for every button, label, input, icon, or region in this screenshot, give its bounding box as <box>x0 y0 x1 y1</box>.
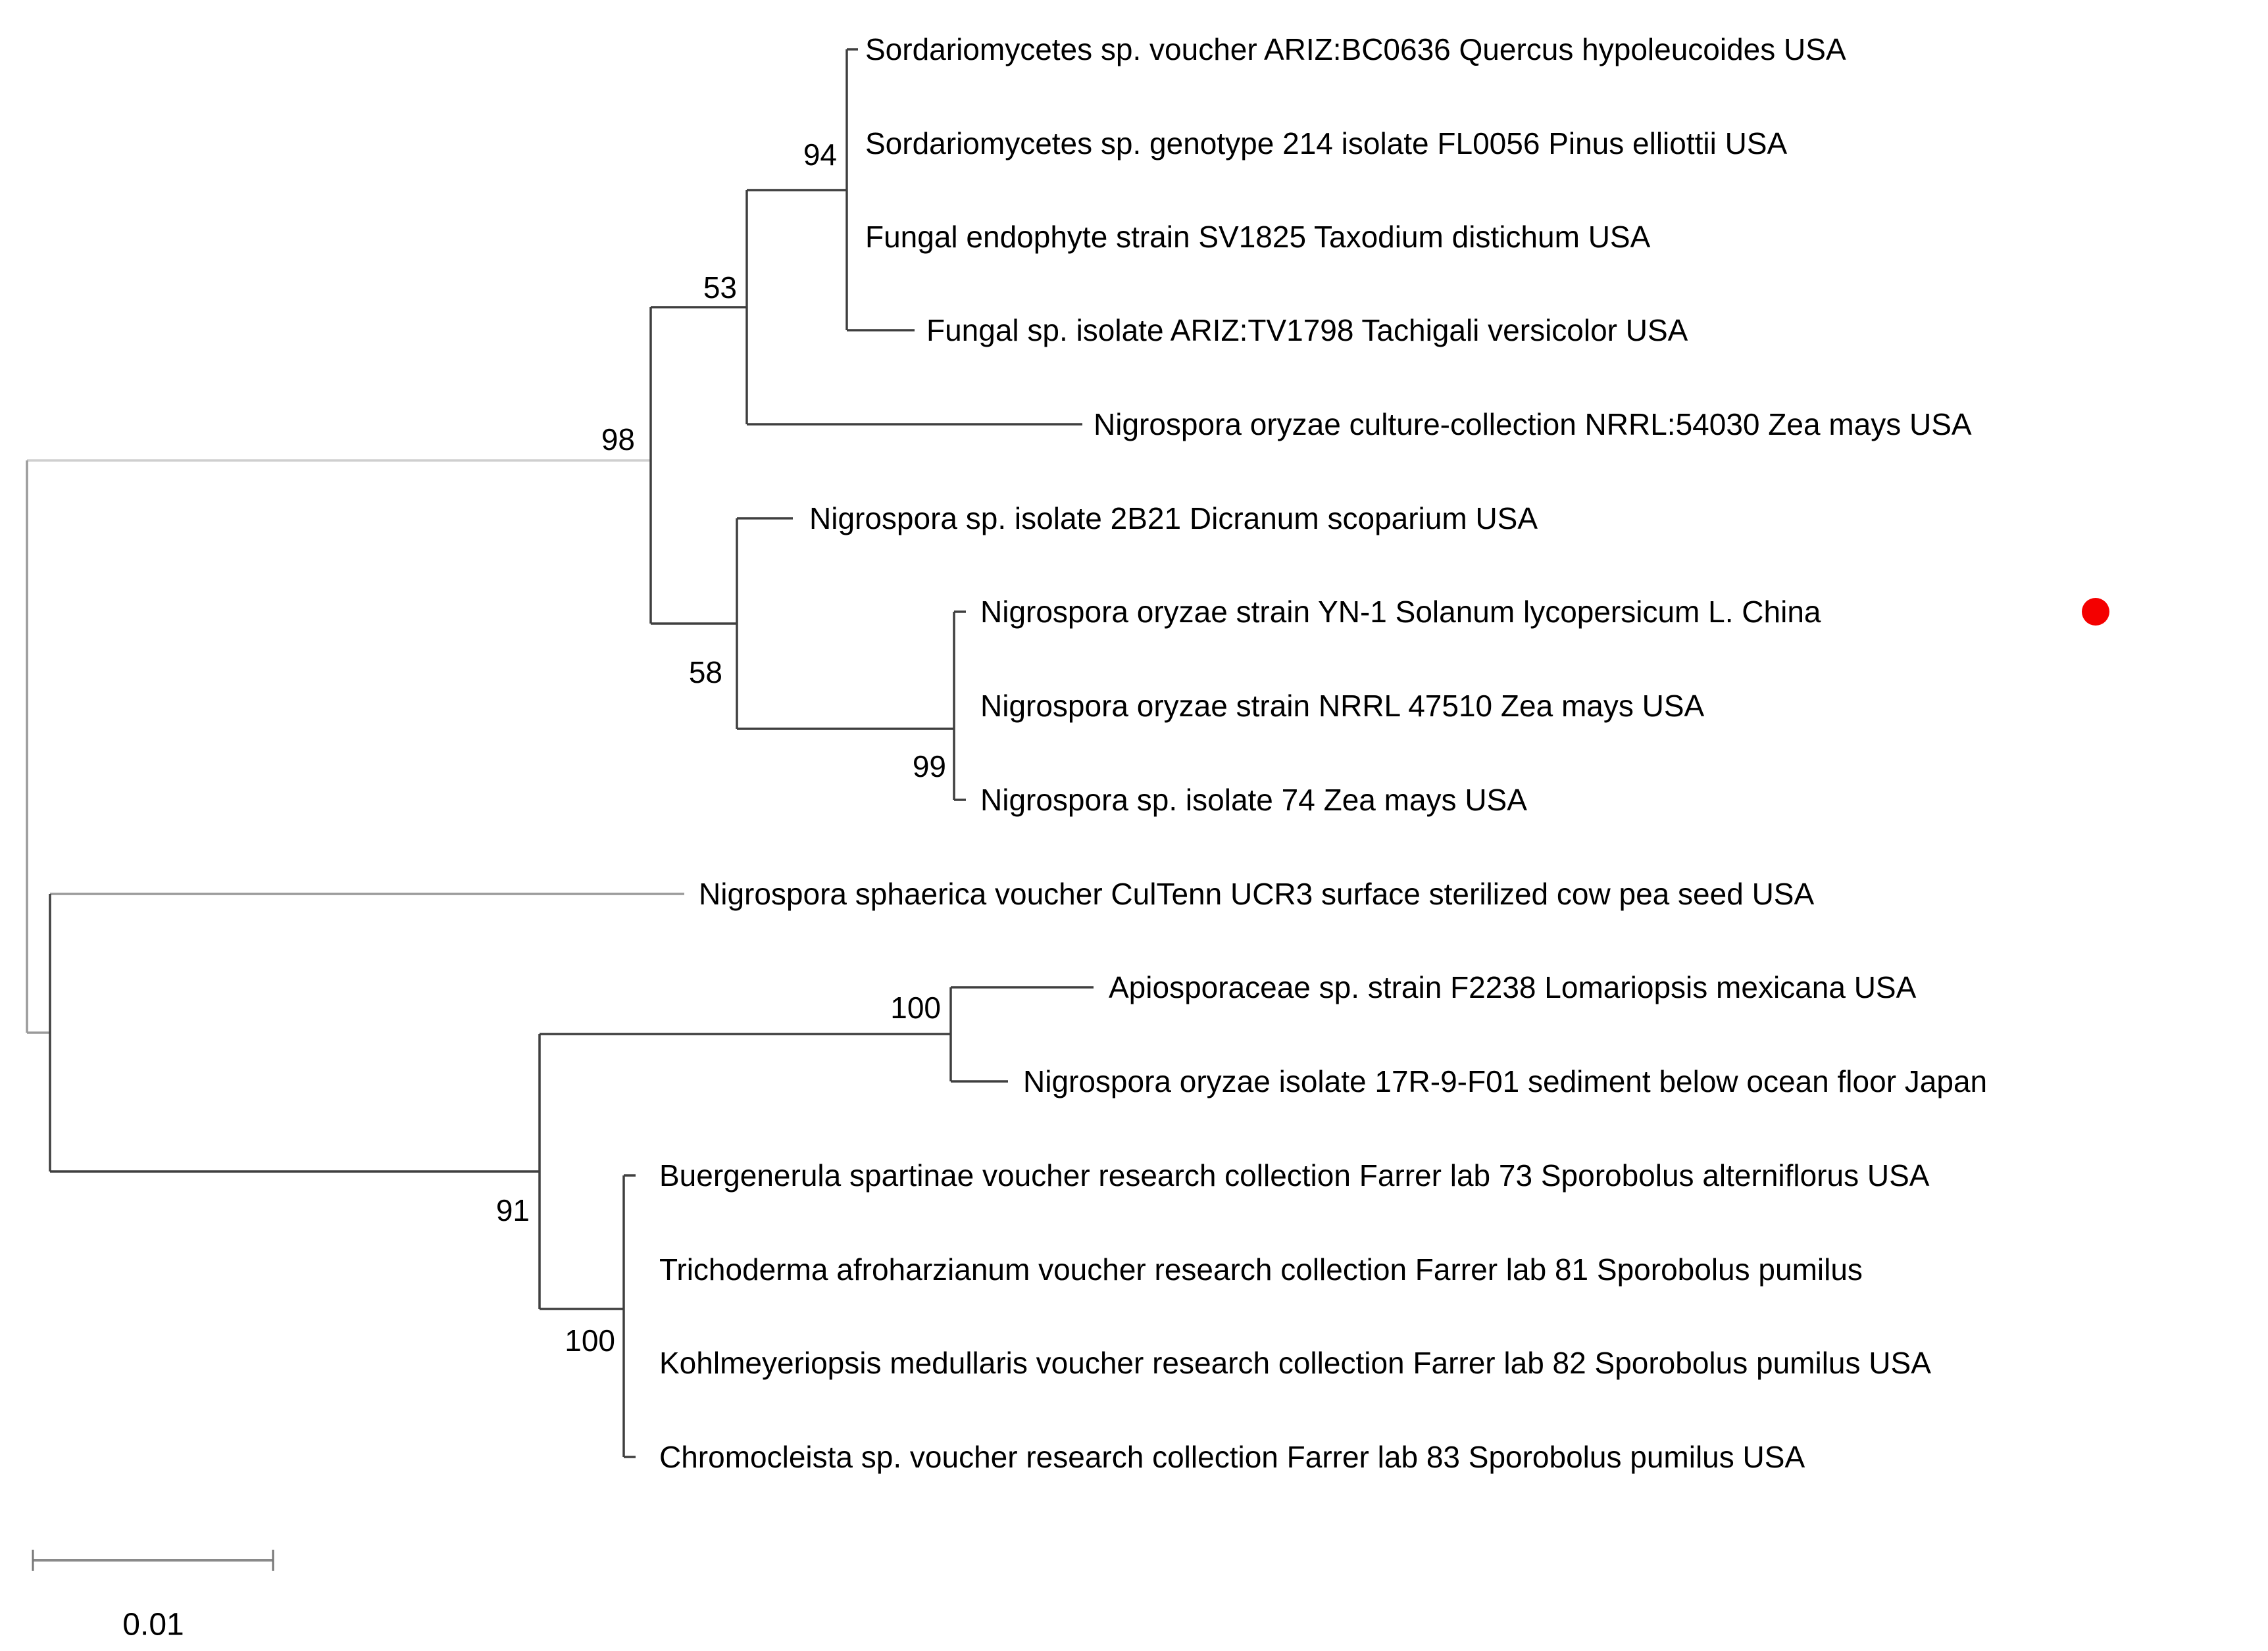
taxon-label: Nigrospora sp. isolate 2B21 Dicranum sco… <box>809 501 1538 535</box>
taxon-label: Sordariomycetes sp. voucher ARIZ:BC0636 … <box>865 32 1846 66</box>
bootstrap-value: 91 <box>496 1193 530 1227</box>
scale-bar-label: 0.01 <box>122 1608 184 1642</box>
tree-branches <box>26 48 1094 1458</box>
bootstrap-value: 53 <box>703 270 737 305</box>
query-taxon-marker-dot <box>2082 598 2109 626</box>
taxon-labels: Sordariomycetes sp. voucher ARIZ:BC0636 … <box>659 32 2109 1474</box>
taxon-label: Apiosporaceae sp. strain F2238 Lomariops… <box>1109 970 1917 1004</box>
taxon-label: Sordariomycetes sp. genotype 214 isolate… <box>865 126 1788 160</box>
taxon-label: Fungal sp. isolate ARIZ:TV1798 Tachigali… <box>926 313 1688 347</box>
bootstrap-value: 94 <box>803 137 837 172</box>
taxon-label: Nigrospora oryzae strain YN-1 Solanum ly… <box>980 595 1821 629</box>
taxon-label: Buergenerula spartinae voucher research … <box>659 1158 1930 1193</box>
bootstrap-value: 58 <box>689 655 722 689</box>
scale-bar: 0.01 <box>32 1550 274 1642</box>
bootstrap-value: 100 <box>890 991 941 1025</box>
bootstrap-value: 99 <box>913 749 946 783</box>
taxon-label: Nigrospora sp. isolate 74 Zea mays USA <box>980 783 1527 817</box>
taxon-label: Nigrospora oryzae culture-collection NRR… <box>1094 407 1972 441</box>
taxon-label: Fungal endophyte strain SV1825 Taxodium … <box>865 220 1651 254</box>
taxon-label: Nigrospora sphaerica voucher CulTenn UCR… <box>699 877 1814 911</box>
bootstrap-value: 100 <box>565 1323 615 1358</box>
taxon-label: Trichoderma afroharzianum voucher resear… <box>659 1252 1863 1287</box>
bootstrap-value: 98 <box>601 422 635 456</box>
taxon-label: Nigrospora oryzae isolate 17R-9-F01 sedi… <box>1023 1064 1987 1098</box>
taxon-label: Nigrospora oryzae strain NRRL 47510 Zea … <box>980 689 1705 723</box>
taxon-label: Chromocleista sp. voucher research colle… <box>659 1440 1805 1474</box>
taxon-label: Kohlmeyeriopsis medullaris voucher resea… <box>659 1346 1931 1380</box>
bootstrap-labels: 94 53 98 58 99 100 91 100 <box>496 137 946 1358</box>
